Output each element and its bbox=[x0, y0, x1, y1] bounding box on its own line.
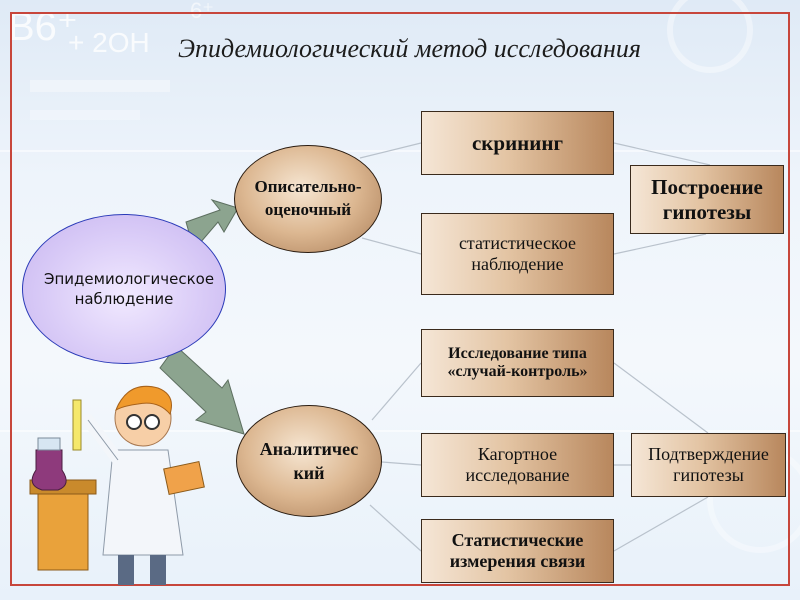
connector-anal-meas bbox=[369, 504, 422, 552]
connector-anal-case bbox=[371, 362, 422, 421]
connector-desc-screening bbox=[359, 142, 422, 159]
node-confirmation: Подтверждение гипотезы bbox=[631, 433, 786, 497]
connector-desc-stat bbox=[361, 237, 422, 255]
node-stat-measures: Статистические измерения связи bbox=[421, 519, 614, 583]
node-hypothesis-label: Построение гипотезы bbox=[651, 175, 763, 224]
node-confirmation-label: Подтверждение гипотезы bbox=[648, 444, 769, 485]
node-descriptive-label: Описательно-оценочный bbox=[254, 177, 362, 219]
connector-meas-conf bbox=[613, 496, 709, 552]
node-descriptive: Описательно-оценочный bbox=[234, 145, 382, 253]
connector-anal-cohort bbox=[381, 461, 422, 466]
arrow-to-analytic-icon bbox=[159, 345, 245, 435]
node-epidemiological-observation-label: Эпидемиологическое наблюдение bbox=[44, 269, 215, 308]
slide-title: Эпидемиологический метод исследования bbox=[178, 34, 642, 63]
node-screening: скрининг bbox=[421, 111, 614, 175]
node-hypothesis: Построение гипотезы bbox=[630, 165, 784, 234]
node-screening-label: скрининг bbox=[471, 130, 564, 155]
node-stat-measures-label: Статистические измерения связи bbox=[449, 530, 586, 571]
node-analytic: Аналитичес кий bbox=[236, 405, 382, 517]
scientist-illustration bbox=[29, 385, 205, 585]
connector-case-conf bbox=[613, 362, 709, 434]
connector-screening-hyp bbox=[613, 142, 711, 166]
node-case-control: Исследование типа «случай-контроль» bbox=[421, 329, 614, 397]
node-analytic-label: Аналитичес кий bbox=[259, 438, 359, 483]
node-stat-observation: статистическое наблюдение bbox=[421, 213, 614, 295]
node-cohort: Кагортное исследование bbox=[421, 433, 614, 497]
slide-frame bbox=[10, 12, 790, 586]
node-cohort-label: Кагортное исследование bbox=[465, 444, 570, 485]
node-case-control-label: Исследование типа «случай-контроль» bbox=[447, 344, 588, 380]
node-epidemiological-observation: Эпидемиологическое наблюдение bbox=[22, 214, 226, 364]
node-stat-observation-label: статистическое наблюдение bbox=[458, 233, 577, 274]
connector-stat-hyp bbox=[613, 233, 707, 255]
